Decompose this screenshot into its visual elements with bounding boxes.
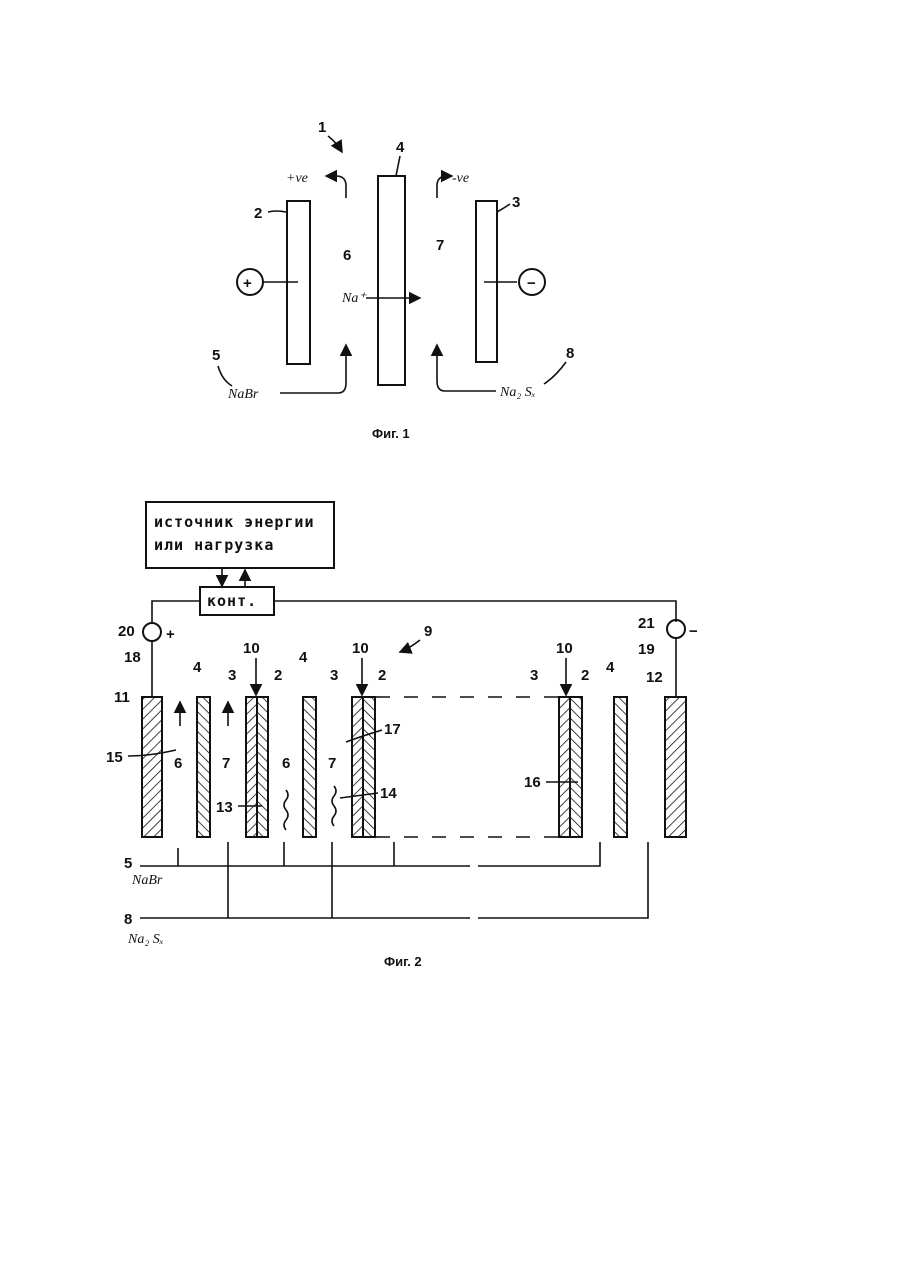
fig1-leader-2 (268, 211, 286, 212)
fig1-positive-outflow-arrow (326, 176, 346, 198)
bipolar-electrode-10c-side3 (559, 697, 570, 837)
fig2-arrow-9 (400, 640, 420, 652)
fig1-leader-8 (544, 362, 566, 384)
fig2-label-15: 15 (106, 749, 123, 766)
bipolar-electrode-10a-side3 (246, 697, 257, 837)
fig2-label-7a: 7 (222, 755, 230, 772)
fig1-leader-4 (396, 156, 400, 176)
terminal-20 (143, 623, 161, 641)
wave-14 (332, 786, 336, 826)
bipolar-electrode-10c-side2 (570, 697, 582, 837)
fig2-label-3c: 3 (530, 667, 538, 684)
figure-2: источник энергии или нагрузка конт. 20 +… (106, 502, 698, 969)
wire-negative (274, 601, 676, 622)
fig2-label-20: 20 (118, 623, 135, 640)
fig2-label-8: 8 (124, 911, 132, 928)
wave-13 (284, 790, 288, 830)
power-box-line1: источник энергии (154, 513, 315, 531)
fig1-label-6: 6 (343, 247, 351, 264)
fig2-label-5: 5 (124, 855, 132, 872)
fig2-label-4c: 4 (606, 659, 615, 676)
fig2-label-3a: 3 (228, 667, 236, 684)
fig2-label-17: 17 (384, 721, 401, 738)
fig2-label-4b: 4 (299, 649, 308, 666)
fig2-label-2c: 2 (581, 667, 589, 684)
fig1-na2sx-label: Na₂ Sₓ (499, 385, 536, 400)
fig2-label-9: 9 (424, 623, 432, 640)
fig1-label-1: 1 (318, 119, 326, 136)
fig1-label-2: 2 (254, 205, 262, 222)
fig1-label-7: 7 (436, 237, 444, 254)
power-source-box (146, 502, 334, 568)
fig1-nabr-label: NaBr (227, 387, 259, 402)
membrane-4a (197, 697, 210, 837)
fig2-label-21: 21 (638, 615, 655, 632)
fig2-na2sx-label: Na₂ Sₓ (127, 932, 164, 947)
fig2-label-2b: 2 (378, 667, 386, 684)
fig2-label-19: 19 (638, 641, 655, 658)
fig2-label-13: 13 (216, 799, 233, 816)
fig1-minus-sign: − (527, 275, 536, 292)
fig2-nabr-label: NaBr (131, 873, 163, 888)
control-box-label: конт. (207, 592, 257, 610)
terminal-21 (667, 620, 685, 638)
fig1-pos-ve-label: +ve (286, 171, 308, 186)
fig2-plus-sign: + (166, 626, 175, 643)
fig2-label-2a: 2 (274, 667, 282, 684)
bipolar-electrode-10b-side3 (352, 697, 363, 837)
fig1-plus-sign: + (243, 275, 252, 292)
fig2-minus-sign: − (689, 623, 698, 640)
fig1-label-8: 8 (566, 345, 574, 362)
fig2-label-18: 18 (124, 649, 141, 666)
fig2-label-6b: 6 (282, 755, 290, 772)
end-electrode-12 (665, 697, 686, 837)
fig1-caption: Фиг. 1 (372, 426, 410, 441)
fig2-label-10a: 10 (243, 640, 260, 657)
fig2-label-12: 12 (646, 669, 663, 686)
fig2-label-14: 14 (380, 785, 397, 802)
wire-positive (152, 601, 200, 622)
fig2-label-11: 11 (114, 689, 130, 706)
fig1-leader-5 (218, 366, 232, 386)
fig2-caption: Фиг. 2 (384, 954, 422, 969)
fig2-label-4a: 4 (193, 659, 202, 676)
fig1-arrow-1 (328, 136, 342, 152)
fig2-label-6a: 6 (174, 755, 182, 772)
fig2-label-3b: 3 (330, 667, 338, 684)
fig2-label-10b: 10 (352, 640, 369, 657)
fig1-neg-ve-label: -ve (452, 171, 469, 186)
fig1-negative-outflow-arrow (437, 176, 452, 198)
fig1-label-3: 3 (512, 194, 520, 211)
nabr-manifold-start (140, 848, 178, 866)
nabr-manifold-end (478, 842, 600, 866)
membrane-4c (614, 697, 627, 837)
bipolar-electrode-10b-side2 (363, 697, 375, 837)
fig1-membrane (378, 176, 405, 385)
power-box-line2: или нагрузка (154, 536, 274, 554)
fig2-label-16: 16 (524, 774, 541, 791)
figure-1: 1 2 + 4 3 − 6 7 Na⁺ +ve -ve 5 NaBr (212, 119, 574, 441)
membrane-4b (303, 697, 316, 837)
fig1-leader-3 (497, 204, 510, 212)
end-electrode-11 (142, 697, 162, 837)
fig1-na-ion-label: Na⁺ (341, 291, 367, 306)
fig1-label-4: 4 (396, 139, 405, 156)
fig1-label-5: 5 (212, 347, 220, 364)
fig2-label-10c: 10 (556, 640, 573, 657)
fig2-label-7b: 7 (328, 755, 336, 772)
bipolar-electrode-10a-side2 (257, 697, 268, 837)
na2sx-manifold-end (478, 842, 648, 918)
